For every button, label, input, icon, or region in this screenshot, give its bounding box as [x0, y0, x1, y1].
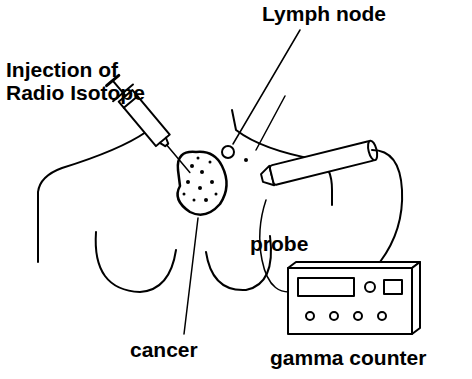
part-label: probe — [250, 232, 308, 255]
gamma-counter — [288, 262, 420, 334]
tumor-texture — [183, 157, 218, 203]
leader-line — [256, 96, 285, 150]
body-left-outline — [38, 110, 148, 262]
leader-line — [233, 30, 300, 144]
part-label: gamma counter — [270, 346, 426, 369]
left-breast — [96, 232, 176, 292]
lymph-node-dot — [244, 158, 248, 162]
part-label: cancer — [130, 338, 198, 361]
probe-cable — [372, 150, 402, 262]
part-label: Lymph node — [262, 2, 386, 25]
cancer-tumor — [178, 152, 227, 215]
callout-label: Injection of Radio Isotope — [6, 58, 146, 104]
leader-line — [184, 218, 198, 334]
lymph-node — [222, 146, 234, 158]
probe — [260, 140, 379, 188]
